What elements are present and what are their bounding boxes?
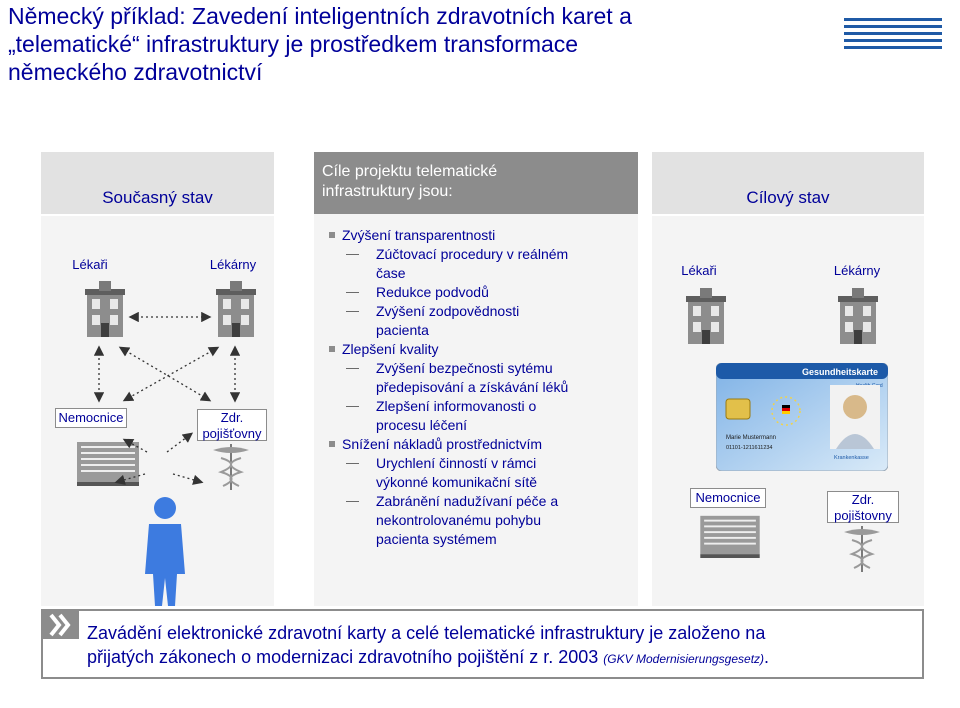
goals-list: Zvýšení transparentnosti Zúčtovací proce… xyxy=(328,226,633,549)
health-card-image: Gesundheitskarte Health Card Marie Muste… xyxy=(716,363,888,471)
connection-arrows xyxy=(93,311,241,485)
current-state-header: Současný stav xyxy=(41,152,274,216)
label-nemocnice: Nemocnice xyxy=(690,488,766,508)
goal-subitem: Zúčtovací procedury v reálném čase xyxy=(328,245,633,283)
label-nemocnice: Nemocnice xyxy=(55,408,127,428)
zdr-line-2: pojištovny xyxy=(834,508,892,523)
label-lekarny: Lékárny xyxy=(833,263,881,278)
conclusion-tail: . xyxy=(764,647,770,667)
ibm-logo-text: IBM xyxy=(856,16,929,56)
conclusion-line-1: Zavádění elektronické zdravotní karty a … xyxy=(87,623,766,643)
ibm-logo: IBM xyxy=(844,16,942,56)
title-line-2: „telematické“ infrastruktury je prostřed… xyxy=(8,31,579,57)
title-line-3: německého zdravotnictví xyxy=(8,59,263,85)
hospital-icon xyxy=(77,442,139,486)
conclusion-bar: Zavádění elektronické zdravotní karty a … xyxy=(41,609,924,679)
goals-title-line-1: Cíle projektu telematické xyxy=(322,163,498,180)
card-header-text: Gesundheitskarte xyxy=(802,367,878,377)
label-zdr-pojistovny: Zdr. pojištovny xyxy=(827,491,899,523)
hospital-icon xyxy=(700,515,760,558)
building-icon xyxy=(85,281,125,337)
card-number-text: 01101-1211611234 xyxy=(726,445,773,451)
label-lekari: Lékaři xyxy=(72,257,108,272)
conclusion-text: Zavádění elektronické zdravotní karty a … xyxy=(87,621,917,671)
goal-subitem: Zvýšení bezpečnosti sytému předepisování… xyxy=(328,359,633,397)
caduceus-icon xyxy=(213,444,249,490)
label-zdr-pojistovny: Zdr. pojišťovny xyxy=(197,409,267,441)
goal-subitem: Zabránění nadužívaní péče a nekontrolova… xyxy=(328,492,633,549)
goal-subitem: Redukce podvodů xyxy=(328,283,633,302)
caduceus-icon xyxy=(844,526,880,572)
building-icon xyxy=(838,288,878,344)
project-goals-panel: Cíle projektu telematické infrastruktury… xyxy=(314,152,638,606)
zdr-line-2: pojišťovny xyxy=(202,426,262,441)
label-lekari: Lékaři xyxy=(681,263,717,278)
card-kk-text: Krankenkasse xyxy=(834,455,869,461)
person-icon xyxy=(145,497,185,606)
project-goals-title: Cíle projektu telematické infrastruktury… xyxy=(322,162,497,202)
label-lekarny: Lékárny xyxy=(209,257,257,272)
current-state-title: Současný stav xyxy=(102,188,213,207)
goal-item: Snížení nákladů prostřednictvím xyxy=(328,435,633,454)
goal-subitem: Zlepšení informovanosti o procesu léčení xyxy=(328,397,633,435)
card-name-text: Marie Mustermann xyxy=(726,435,776,441)
conclusion-italic: (GKV Modernisierungsgesetz) xyxy=(603,652,765,666)
goal-item: Zlepšení kvality xyxy=(328,340,633,359)
zdr-line-1: Zdr. xyxy=(220,410,244,425)
goals-title-line-2: infrastruktury jsou: xyxy=(322,183,453,200)
slide-title: Německý příklad: Zavedení inteligentních… xyxy=(8,2,808,86)
title-line-1: Německý příklad: Zavedení inteligentních… xyxy=(8,3,632,29)
target-state-header: Cílový stav xyxy=(652,152,924,216)
target-state-title: Cílový stav xyxy=(746,188,830,207)
building-icon xyxy=(686,288,726,344)
double-chevron-icon xyxy=(43,611,79,639)
goal-subitem: Urychlení činností v rámci výkonné komun… xyxy=(328,454,633,492)
project-goals-header: Cíle projektu telematické infrastruktury… xyxy=(314,152,638,214)
zdr-line-1: Zdr. xyxy=(851,492,875,507)
goal-item: Zvýšení transparentnosti xyxy=(328,226,633,245)
target-state-panel: Cílový stav Lékaři Lékárny Gesundhei xyxy=(652,152,924,606)
conclusion-line-2: přijatých zákonech o modernizaci zdravot… xyxy=(87,647,604,667)
goal-subitem: Zvýšení zodpovědnosti pacienta xyxy=(328,302,633,340)
building-icon xyxy=(216,281,256,337)
